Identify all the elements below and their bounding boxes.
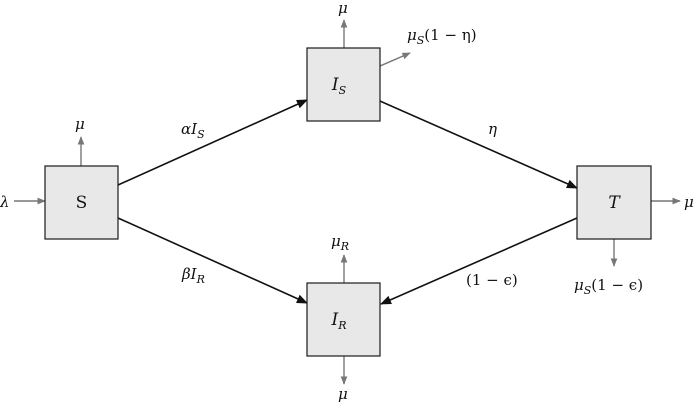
node-s: S	[44, 165, 119, 240]
node-t-label: T	[608, 193, 621, 213]
flow-label-is-mu: μ	[338, 0, 348, 17]
edge-is-to-t	[379, 100, 579, 189]
flow-is-mu-s	[379, 52, 411, 67]
flow-label-t-mu: μ	[684, 193, 694, 211]
flow-label-is-mu-s: μS(1 − η)	[407, 26, 477, 47]
node-t: T	[576, 165, 652, 240]
node-ir: IR	[306, 282, 381, 357]
node-ir-label: IR	[330, 310, 346, 332]
flow-label-t-mu-s: μS(1 − ϵ)	[574, 276, 643, 297]
node-is: IS	[306, 47, 381, 122]
flow-label-ir-mu-r: μR	[331, 232, 349, 253]
edge-label-beta: βIR	[181, 265, 205, 286]
flow-label-ir-mu: μ	[338, 385, 348, 403]
flow-label-lambda: λ	[0, 193, 10, 211]
edge-t-to-ir	[379, 217, 578, 305]
edge-label-eta: η	[488, 120, 497, 138]
edge-s-to-ir	[117, 217, 309, 304]
node-s-label: S	[76, 193, 88, 213]
node-is-label: IS	[331, 75, 347, 97]
flow-label-s-mu: μ	[75, 115, 85, 133]
edge-label-one-minus-epsilon: (1 − ϵ)	[466, 271, 518, 289]
edge-s-to-is	[117, 99, 309, 186]
edge-label-alpha: αIS	[181, 120, 205, 141]
